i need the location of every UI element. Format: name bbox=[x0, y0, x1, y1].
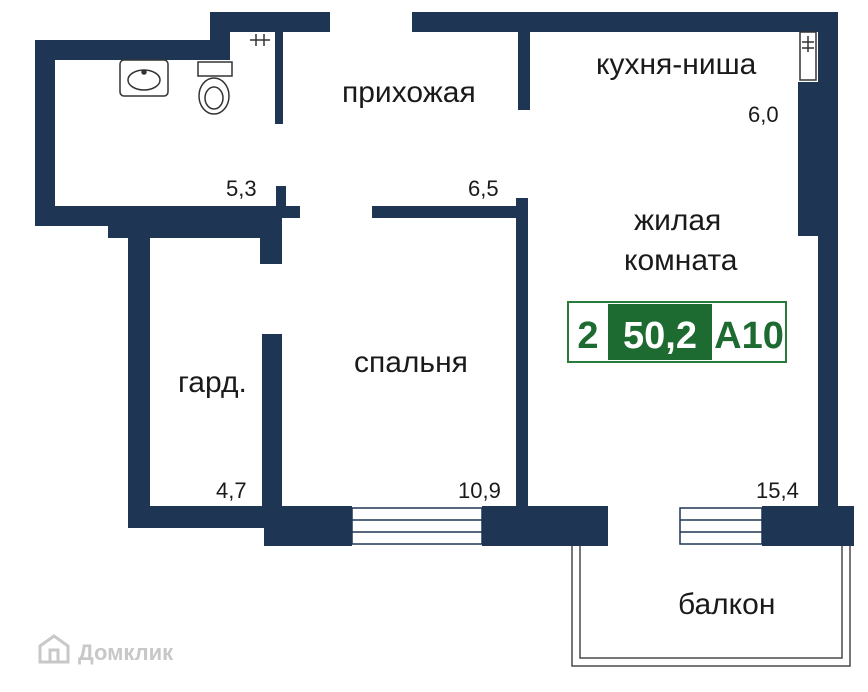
wall-segment bbox=[210, 12, 330, 32]
wall-segment bbox=[260, 218, 282, 264]
wall-segment bbox=[482, 506, 608, 546]
watermark: Домклик bbox=[38, 634, 174, 665]
walls bbox=[35, 12, 854, 546]
kitchen-area: 6,0 bbox=[748, 102, 779, 127]
living-room-label-line1: жилая bbox=[634, 204, 721, 237]
apartment-badge: 2 50,2 А10 bbox=[567, 301, 787, 363]
badge-room-count: 2 bbox=[577, 315, 598, 357]
wall-segment bbox=[35, 40, 220, 60]
badge-code: А10 bbox=[714, 315, 784, 357]
wall-segment bbox=[275, 30, 283, 124]
wall-segment bbox=[128, 226, 150, 528]
outlet-icon bbox=[250, 34, 270, 46]
balcony-outline bbox=[571, 546, 851, 667]
watermark-text: Домклик bbox=[78, 640, 174, 665]
window-bedroom bbox=[351, 507, 483, 545]
bedroom-area: 10,9 bbox=[458, 478, 501, 503]
wall-segment bbox=[262, 334, 282, 528]
wall-segment bbox=[276, 186, 286, 218]
wall-segment bbox=[518, 30, 530, 110]
wall-segment bbox=[276, 206, 300, 218]
house-logo-icon bbox=[38, 634, 70, 664]
hallway-label: прихожая bbox=[342, 76, 476, 109]
outlet-icon bbox=[799, 31, 817, 81]
wall-segment bbox=[264, 506, 352, 546]
balcony-label: балкон bbox=[678, 588, 775, 621]
wardrobe-label: гард. bbox=[178, 366, 247, 399]
wall-segment bbox=[818, 82, 838, 516]
living-room-area: 15,4 bbox=[756, 478, 799, 503]
kitchen-label: кухня-ниша bbox=[596, 48, 757, 81]
wall-segment bbox=[412, 12, 820, 32]
bedroom-label: спальня bbox=[354, 346, 468, 379]
hallway-area: 6,5 bbox=[468, 176, 499, 201]
wall-segment bbox=[516, 198, 528, 508]
sink-icon bbox=[119, 59, 169, 97]
window-living bbox=[679, 507, 763, 545]
toilet-icon bbox=[197, 61, 233, 115]
wall-segment bbox=[372, 206, 520, 218]
wall-segment bbox=[35, 40, 55, 226]
badge-total-area: 50,2 bbox=[623, 315, 697, 357]
windows bbox=[351, 507, 763, 545]
wardrobe-area: 4,7 bbox=[216, 478, 247, 503]
wall-segment bbox=[818, 12, 838, 82]
wall-segment bbox=[128, 506, 288, 528]
wall-segment bbox=[762, 506, 854, 546]
bathroom-area: 5,3 bbox=[226, 176, 257, 201]
living-room-label-line2: комната bbox=[624, 244, 738, 277]
